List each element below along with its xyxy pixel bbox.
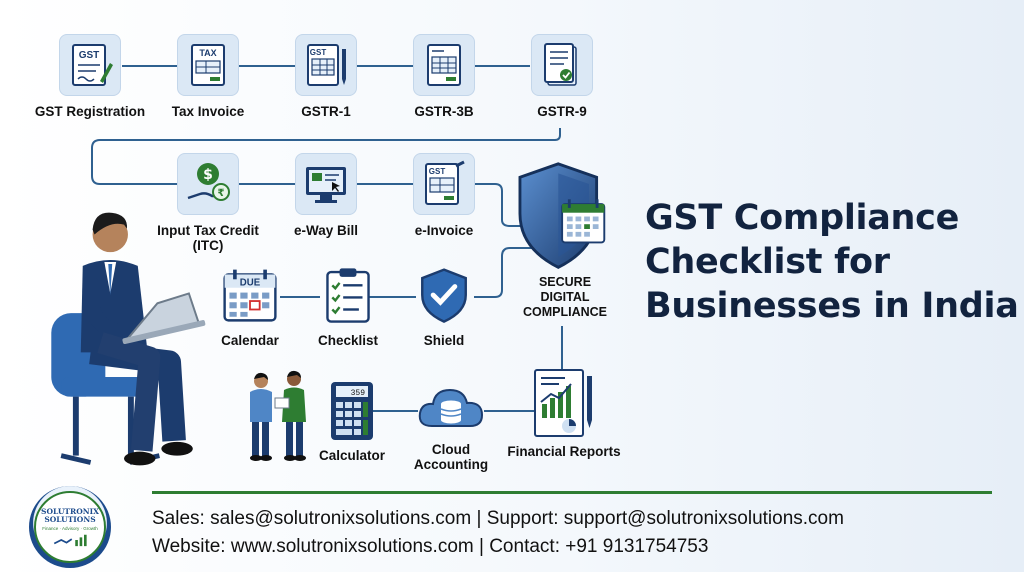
gst-registration-tile-text: GST (79, 50, 100, 61)
contact-line-sales-support: Sales: sales@solutronixsolutions.com | S… (152, 508, 844, 529)
secure-line1: SECURE (538, 275, 592, 289)
calendar-label: Calendar (221, 333, 279, 348)
calculator-display: 359 (351, 389, 366, 398)
checklist-icon (318, 265, 378, 325)
financial-reports-icon (529, 368, 599, 440)
shield-check-icon (414, 265, 474, 325)
cloud-label-line2: Accounting (413, 457, 489, 472)
shield-label: Shield (423, 333, 465, 348)
calculator-label: Calculator (318, 448, 386, 463)
node-checklist: Checklist (283, 265, 413, 348)
gst-registration-icon: GST (59, 34, 121, 96)
node-calendar: DUE Calendar (185, 265, 315, 348)
node-cloud: Cloud Accounting (386, 378, 516, 472)
company-logo: SOLUTRONIX SOLUTIONS Finance · Advisory … (29, 486, 111, 568)
tax-invoice-tile-text: TAX (199, 48, 216, 58)
svg-text:₹: ₹ (218, 188, 225, 199)
node-itc: $ ₹ Input Tax Credit (ITC) (143, 153, 273, 253)
gstr9-label: GSTR-9 (537, 104, 587, 119)
title-line1: GST Compliance (645, 198, 960, 238)
svg-text:$: $ (203, 167, 213, 183)
page-title: GST Compliance Checklist for Businesses … (645, 196, 1019, 328)
secure-line3: COMPLIANCE (522, 305, 608, 319)
dollar-rupee-coins-icon: $ ₹ (177, 153, 239, 215)
tax-invoice-icon: TAX (177, 34, 239, 96)
logo-badge: SOLUTRONIX SOLUTIONS Finance · Advisory … (34, 491, 106, 563)
node-calculator: 359 Calculator (287, 378, 417, 463)
monitor-icon (295, 153, 357, 215)
calendar-tile-text: DUE (240, 277, 261, 288)
tax-invoice-label: Tax Invoice (171, 104, 245, 119)
node-e-invoice: GST e-Invoice (379, 153, 509, 238)
gstr3b-document-icon (413, 34, 475, 96)
handshake-growth-icon (53, 534, 87, 546)
node-gstr9: GSTR-9 (497, 34, 627, 119)
node-reports: Financial Reports (499, 368, 629, 459)
node-gstr1: GST GSTR-1 (261, 34, 391, 119)
logo-name-line2: SOLUTIONS (44, 514, 96, 524)
logo-name-line1: SOLUTRONIX (41, 506, 99, 516)
node-tax-invoice: TAX Tax Invoice (143, 34, 273, 119)
e-invoice-label: e-Invoice (414, 223, 474, 238)
cloud-label: Cloud Accounting (386, 442, 516, 472)
itc-label: Input Tax Credit (ITC) (143, 223, 273, 253)
gst-registration-label: GST Registration (34, 104, 146, 119)
title-line3: Businesses in India (645, 286, 1019, 326)
cloud-label-line1: Cloud (431, 442, 471, 457)
businessman-with-laptop-illustration (51, 212, 206, 466)
reports-label: Financial Reports (507, 444, 621, 459)
node-gst-registration: GST GST Registration (25, 34, 155, 119)
contact-line-website-phone: Website: www.solutronixsolutions.com | C… (152, 536, 709, 557)
secure-compliance-group: SECURE DIGITAL COMPLIANCE (500, 160, 630, 320)
gstr1-tile-text: GST (310, 48, 327, 57)
node-gstr3b: GSTR-3B (379, 34, 509, 119)
eway-bill-label: e-Way Bill (293, 223, 358, 238)
secure-line2: DIGITAL (540, 290, 590, 304)
two-colleagues-illustration (250, 370, 306, 461)
logo-tagline: Finance · Advisory · Growth (42, 525, 98, 531)
e-invoice-icon: GST (413, 153, 475, 215)
checklist-label: Checklist (317, 333, 379, 348)
node-eway-bill: e-Way Bill (261, 153, 391, 238)
itc-label-line2: (ITC) (192, 238, 224, 253)
gstr9-document-icon (531, 34, 593, 96)
gstr1-label: GSTR-1 (301, 104, 351, 119)
gstr1-document-icon: GST (295, 34, 357, 96)
cloud-database-icon (416, 378, 486, 438)
footer-divider (152, 491, 992, 494)
calculator-icon: 359 (322, 378, 382, 444)
node-shield: Shield (379, 265, 509, 348)
itc-label-line1: Input Tax Credit (157, 223, 259, 238)
title-line2: Checklist for (645, 242, 890, 282)
calendar-icon: DUE (220, 265, 280, 325)
e-invoice-tile-text: GST (429, 167, 446, 176)
shield-calendar-icon (518, 162, 606, 269)
logo-name: SOLUTRONIX SOLUTIONS (41, 506, 99, 524)
gstr3b-label: GSTR-3B (414, 104, 474, 119)
